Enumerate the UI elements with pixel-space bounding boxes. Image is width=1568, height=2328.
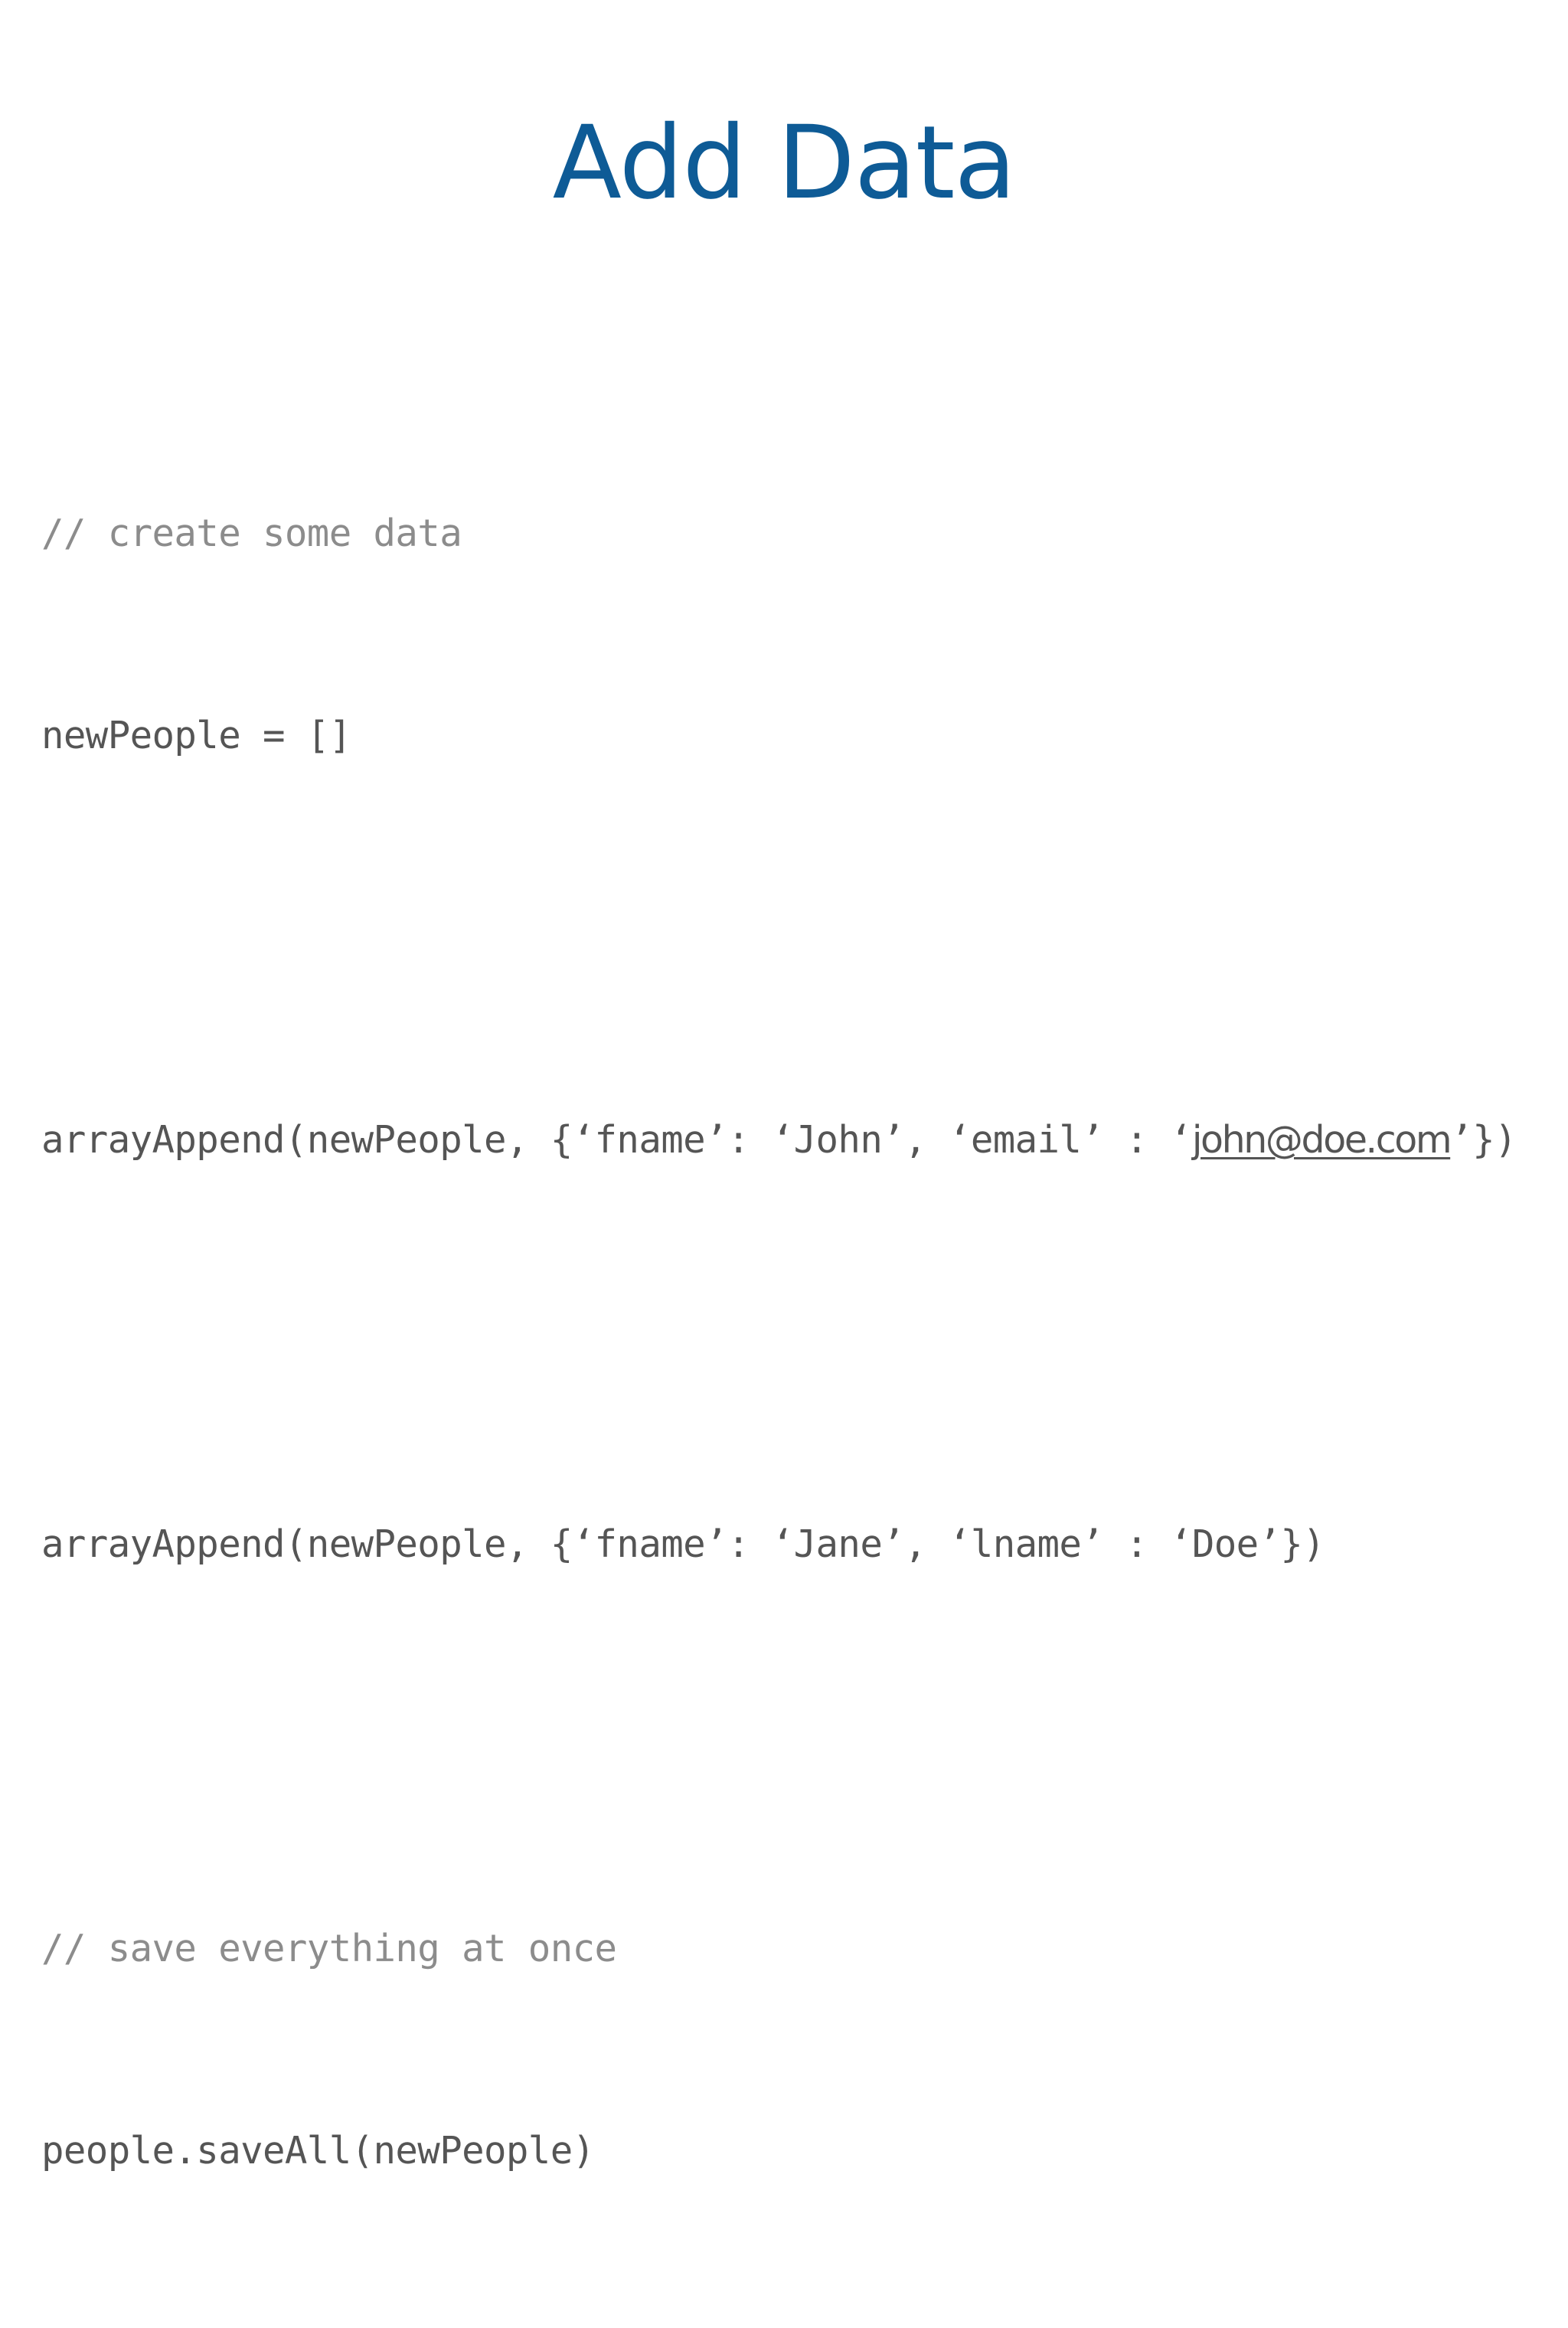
code-line-newpeople-init: newPeople = [] — [41, 714, 351, 757]
code-block: // create some data newPeople = [] array… — [41, 357, 1542, 2328]
code-line-saveall: people.saveAll(newPeople) — [41, 2129, 595, 2173]
code-line-blank — [41, 913, 1542, 963]
slide: Add Data // create some data newPeople =… — [41, 104, 1517, 2173]
code-line-arrayappend-jane: arrayAppend(newPeople, {‘fname’: ‘Jane’,… — [41, 1522, 1325, 1566]
code-text-after-email: ’}) — [1450, 1118, 1517, 1162]
code-line-blank — [41, 1317, 1542, 1368]
page-title: Add Data — [552, 104, 1017, 222]
code-line-comment-save: // save everything at once — [41, 1927, 617, 1970]
code-text-before-email: arrayAppend(newPeople, {‘fname’: ‘John’,… — [41, 1118, 1192, 1162]
code-line-blank — [41, 1721, 1542, 1772]
email-link[interactable]: john@doe.com — [1191, 1118, 1452, 1162]
code-line-arrayappend-john: arrayAppend(newPeople, {‘fname’: ‘John’,… — [41, 1115, 1542, 1166]
code-line-comment-create: // create some data — [41, 512, 462, 555]
